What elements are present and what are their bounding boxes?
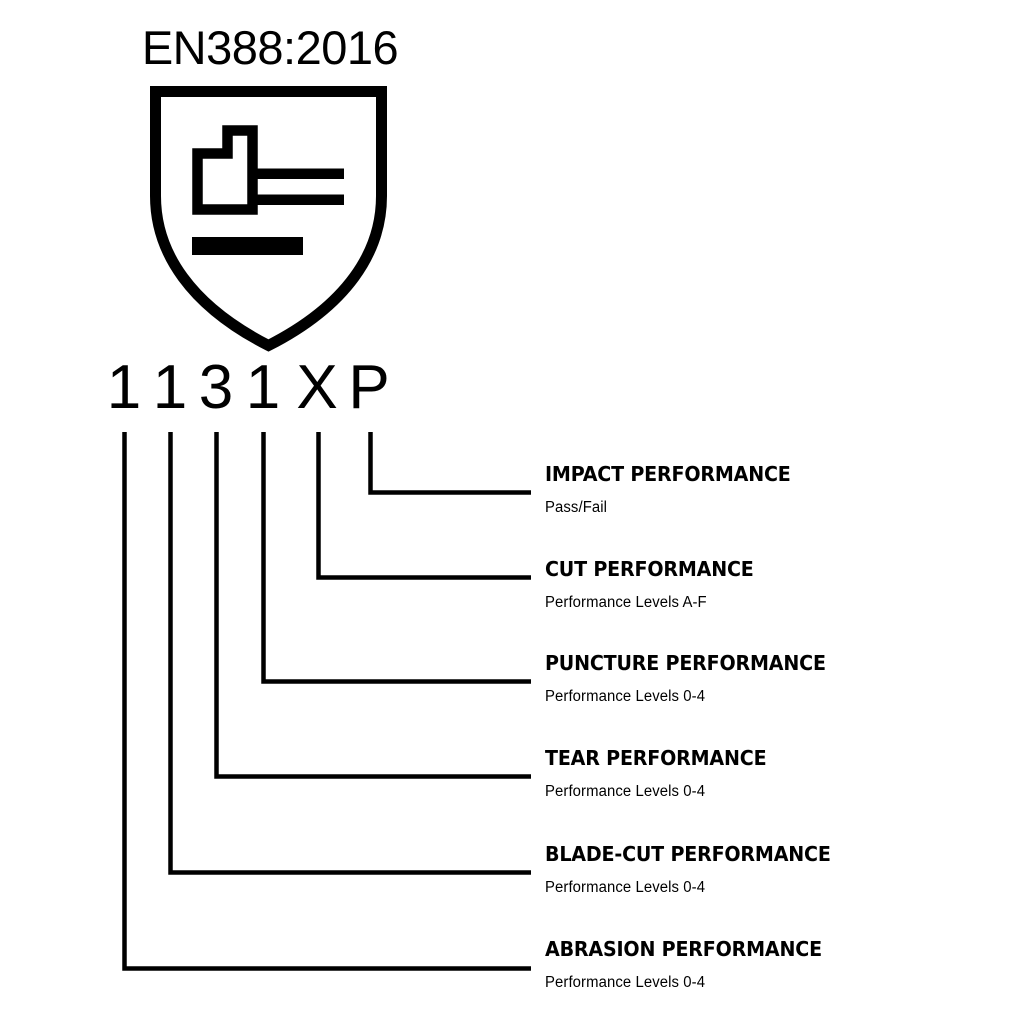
legend-title-cut: CUT PERFORMANCE [545, 557, 754, 581]
leader-line-blade-cut [168, 432, 531, 875]
standard-title: EN388:2016 [141, 21, 399, 74]
legend-title-abrasion: ABRASION PERFORMANCE [545, 937, 822, 961]
leader-line-tear [214, 432, 531, 779]
mechanical-hazard-shield-icon [150, 86, 387, 352]
legend-title-blade-cut: BLADE-CUT PERFORMANCE [545, 842, 831, 866]
legend-title-puncture: PUNCTURE PERFORMANCE [545, 651, 826, 675]
legend-subtitle-impact: Pass/Fail [545, 499, 608, 516]
code-char-blade-cut: 1 [152, 353, 188, 422]
code-char-cut: X [296, 353, 338, 422]
legend-item-blade-cut: BLADE-CUT PERFORMANCE Performance Levels… [545, 843, 985, 897]
legend-item-tear: TEAR PERFORMANCE Performance Levels 0-4 [545, 747, 985, 801]
legend-item-puncture: PUNCTURE PERFORMANCE Performance Levels … [545, 652, 985, 706]
legend-subtitle-tear: Performance Levels 0-4 [545, 783, 706, 800]
legend-subtitle-abrasion: Performance Levels 0-4 [545, 974, 706, 991]
leader-lines [122, 432, 531, 971]
legend-item-impact: IMPACT PERFORMANCE Pass/Fail [545, 463, 985, 517]
legend-item-abrasion: ABRASION PERFORMANCE Performance Levels … [545, 938, 985, 992]
leader-line-abrasion [122, 432, 531, 971]
leader-line-cut [316, 432, 531, 580]
legend-title-tear: TEAR PERFORMANCE [545, 746, 767, 770]
performance-code-row: 1 1 3 1 X P [96, 353, 426, 422]
code-char-impact: P [348, 353, 390, 422]
legend-title-impact: IMPACT PERFORMANCE [545, 462, 791, 486]
legend-item-cut: CUT PERFORMANCE Performance Levels A-F [545, 558, 985, 612]
code-char-puncture: 1 [245, 353, 281, 422]
code-char-abrasion: 1 [106, 353, 142, 422]
code-char-tear: 3 [198, 353, 234, 422]
leader-line-puncture [261, 432, 531, 684]
legend-subtitle-cut: Performance Levels A-F [545, 594, 707, 611]
legend-subtitle-blade-cut: Performance Levels 0-4 [545, 879, 706, 896]
leader-line-impact [368, 432, 531, 495]
legend-subtitle-puncture: Performance Levels 0-4 [545, 688, 706, 705]
